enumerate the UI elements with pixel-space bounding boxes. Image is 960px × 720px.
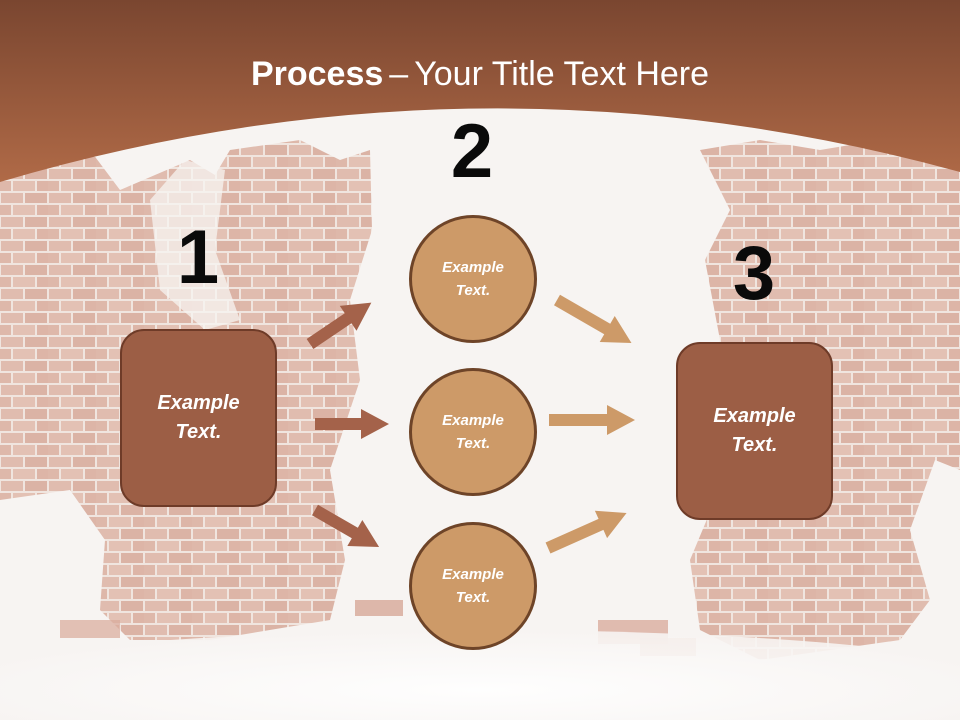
title-rest: Your Title Text Here [414, 55, 710, 93]
right-box-text: Example Text. [713, 405, 796, 456]
arrow-top-to-right [554, 294, 632, 343]
arrow-middle-to-right [549, 405, 635, 435]
step-number-3: 3 [732, 231, 776, 316]
circle-top: Example Text. [409, 215, 537, 343]
arrow-left-to-bottom [312, 504, 380, 547]
circle-middle-text: Example Text. [442, 412, 504, 452]
step-number-1: 1 [176, 215, 220, 300]
step-number-2: 2 [450, 109, 494, 194]
arrow-left-to-top [306, 302, 372, 349]
circle-middle: Example Text. [409, 368, 537, 496]
circle-bottom-text: Example Text. [442, 566, 504, 606]
left-process-box: Example Text. [120, 329, 277, 507]
arrow-left-to-middle [315, 409, 389, 439]
right-process-box: Example Text. [676, 342, 833, 520]
slide-title: Process–Your Title Text Here [0, 52, 960, 96]
left-box-text: Example Text. [157, 392, 240, 443]
arrow-bottom-to-right [545, 510, 627, 554]
title-dash: – [389, 55, 409, 93]
circle-bottom: Example Text. [409, 522, 537, 650]
circle-top-text: Example Text. [442, 259, 504, 299]
title-bold: Process [250, 55, 384, 93]
